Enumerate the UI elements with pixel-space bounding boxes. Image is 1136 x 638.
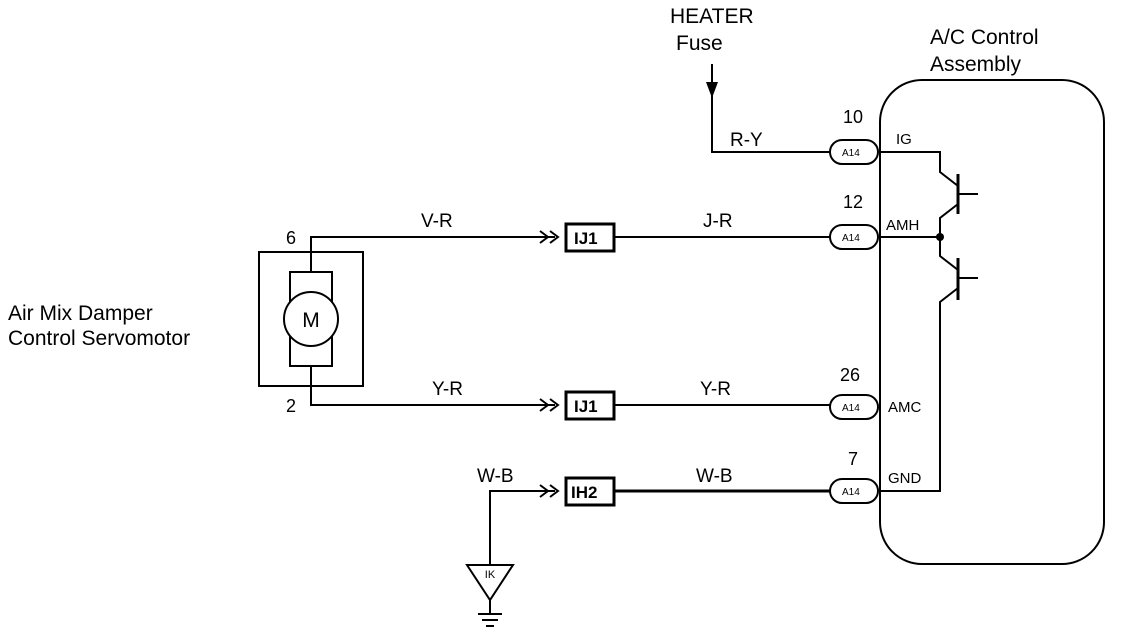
connector-26: 26 A14 AMC [829, 365, 922, 420]
ground-icon [478, 613, 502, 627]
ac-label-line2: Assembly [930, 53, 1022, 76]
transistor-lower-collector [939, 237, 959, 271]
chevron-icon [539, 230, 560, 244]
transistor-circuit [880, 151, 978, 492]
heater-label-line2: Fuse [676, 32, 723, 55]
wire-label-wb-left: W-B [477, 466, 514, 487]
connector-10: 10 A14 IG [829, 107, 912, 165]
connector-code: A14 [842, 233, 860, 244]
wire-label-jr: J-R [703, 211, 733, 232]
motor-icon [283, 291, 339, 347]
ac-label-line1: A/C Control [930, 26, 1039, 49]
wire-label-yr-left: Y-R [432, 379, 463, 400]
connector-badge [829, 394, 879, 420]
junction-label: IH2 [571, 483, 597, 502]
ground-ik: IK [465, 564, 515, 627]
junction-label: IJ1 [574, 229, 598, 248]
terminal-label: GND [888, 470, 922, 487]
connector-code: A14 [842, 403, 860, 414]
wire-label-ry: R-Y [730, 130, 763, 151]
ground-triangle [465, 564, 515, 602]
servo-pin-bottom: 2 [286, 396, 296, 416]
wire-label-vr: V-R [421, 211, 453, 232]
connector-badge [829, 139, 879, 165]
wire-label-wb-right: W-B [696, 466, 733, 487]
connector-code: A14 [842, 148, 860, 159]
terminal-label: AMC [888, 399, 922, 416]
ground-label: IK [485, 569, 496, 581]
chevron-icon [539, 398, 560, 412]
wire-wb-left [489, 490, 555, 565]
fuse-arrow-icon [706, 82, 718, 98]
gnd-internal-wire [880, 287, 959, 492]
junction-label: IJ1 [574, 397, 598, 416]
servo-label-line2: Control Servomotor [8, 327, 190, 350]
ig-internal-wire [880, 151, 959, 187]
ac-control-assembly-box [879, 79, 1105, 565]
wire-vr [310, 236, 555, 272]
connector-pin: 10 [843, 107, 863, 127]
heater-label-line1: HEATER [670, 5, 754, 28]
servo-label-line1: Air Mix Damper [8, 302, 153, 325]
transistor-upper-emitter [939, 203, 959, 237]
connector-pin: 7 [848, 449, 858, 469]
connector-pin: 26 [840, 365, 860, 385]
servo-pin-top: 6 [286, 228, 296, 248]
connector-pin: 12 [843, 192, 863, 212]
motor-label: M [302, 309, 320, 332]
connector-12: 12 A14 AMH [829, 192, 919, 250]
terminal-label: IG [896, 131, 912, 148]
wire-yr-left [310, 366, 555, 406]
connector-code: A14 [842, 487, 860, 498]
terminal-label: AMH [886, 217, 919, 234]
connector-7: 7 A14 GND [829, 449, 922, 504]
wire-label-yr-right: Y-R [700, 379, 731, 400]
